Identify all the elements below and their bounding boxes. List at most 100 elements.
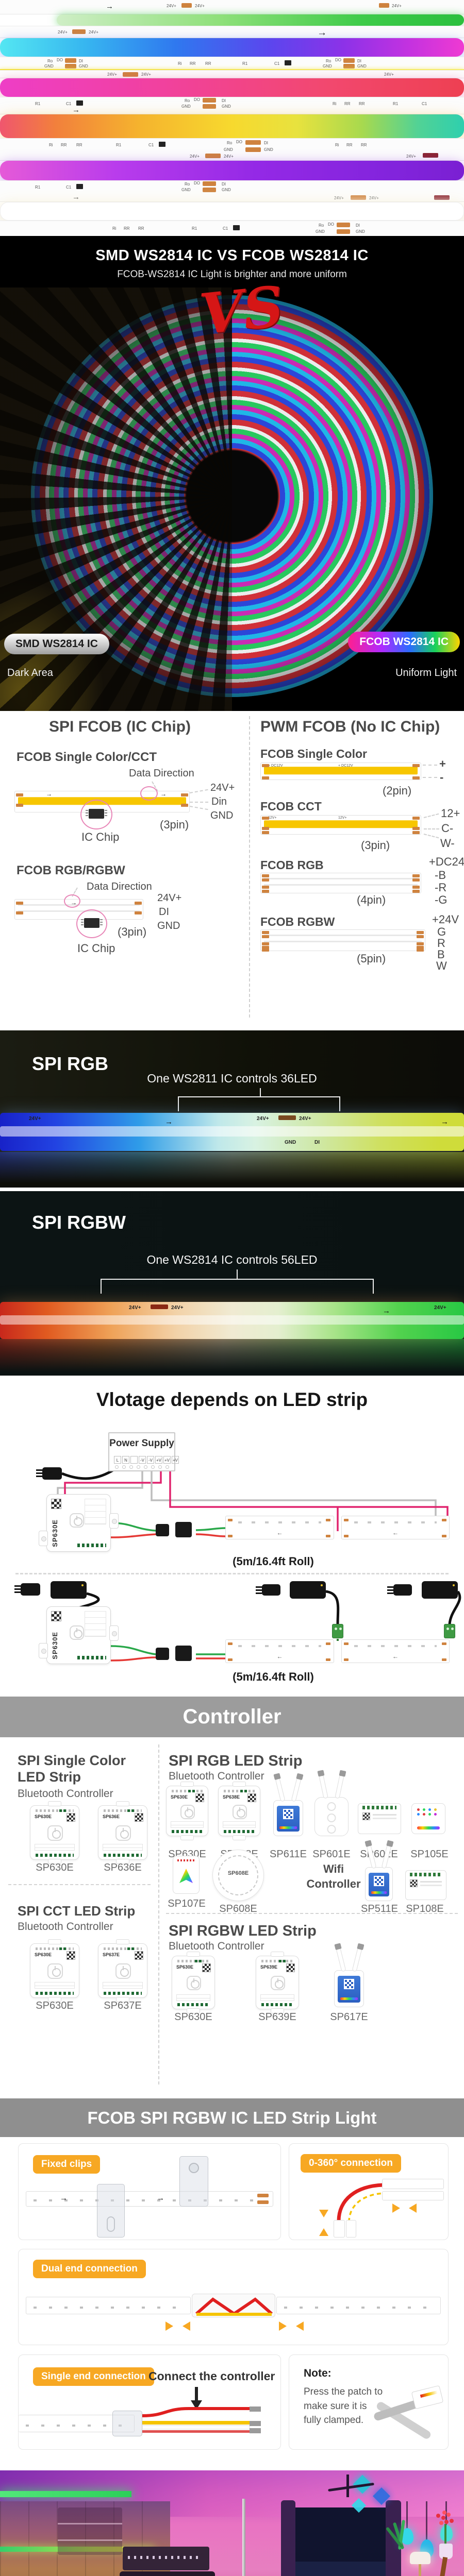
strip-graphic [276, 2297, 441, 2314]
solder-pad [412, 764, 420, 767]
pcb-label: C1 [148, 143, 154, 147]
pcb-label: Ri [112, 226, 117, 231]
city-skyline [295, 2562, 386, 2576]
solder-pad [262, 831, 269, 834]
vase [439, 2544, 453, 2559]
strip-core [264, 935, 422, 936]
solder-pad [65, 58, 76, 63]
strip-label: DI [314, 1140, 320, 1145]
diagram-divider [15, 1573, 449, 1574]
pcb-band: Ri RR RR R1 C1 Ro DO DI GND GND Ri RR RR… [0, 138, 464, 161]
ic-chip [76, 100, 83, 106]
pcb-label: RR [138, 226, 144, 231]
dual-end-badge: Dual end connection [33, 2260, 146, 2278]
teardrop-lamp [440, 2525, 453, 2541]
strip-graphic [26, 2297, 191, 2314]
pcb-label: DI [357, 59, 361, 63]
pin-label: + [439, 757, 446, 770]
note-card: Note: Press the patch to make sure it is… [289, 2354, 449, 2450]
pcb-label: GND [222, 104, 231, 109]
pcb-label: Ro [227, 141, 233, 145]
pcb-label: RR [359, 101, 365, 106]
controller-model-label: SP630E [51, 1519, 59, 1547]
pendant-cord [406, 2501, 408, 2530]
device-sp601e [314, 1774, 349, 1836]
rainbow-soffit-light [0, 2547, 155, 2552]
pin-label: 24V+ [157, 892, 182, 904]
model-label: SP608E [219, 1903, 257, 1914]
pcb-label: RR [344, 101, 351, 106]
strip-label: 24V+ [257, 1116, 269, 1122]
model-label: SP511E [361, 1903, 398, 1914]
pcb-label: GND [264, 147, 273, 152]
controllers-section: SPI Single Color LED Strip Bluetooth Con… [0, 1737, 464, 2092]
ic-chip-label: IC Chip [77, 942, 115, 955]
plant [383, 2519, 416, 2552]
press-arrow-down [319, 2210, 328, 2217]
pcb-band: 24V+ 24V+ 24V+ [0, 70, 464, 78]
direction-arrow: ← [276, 1529, 283, 1536]
screw-hole [189, 2163, 199, 2173]
bluetooth-subtitle: Bluetooth Controller [18, 1788, 113, 1800]
solder-pad [203, 104, 216, 109]
pcb-label: GND [79, 64, 88, 69]
strip-graphic [382, 2191, 444, 2200]
direction-arrow: ← [392, 1529, 399, 1536]
mounting-ear [109, 1625, 119, 1641]
pcb-label: 24V+ [167, 4, 176, 8]
pin-label: B [437, 948, 445, 961]
pcb-label: GND [357, 64, 367, 69]
solder-pad [262, 874, 269, 877]
cct-title: SPI CCT LED Strip [18, 1903, 136, 1919]
column-divider [249, 716, 250, 1018]
single-color-title: SPI Single Color [18, 1753, 126, 1768]
ic-chip [233, 225, 240, 230]
model-label: SP630E [36, 2000, 74, 2011]
data-direction-arrow: → [60, 2194, 68, 2202]
direction-arrow: ← [392, 1653, 399, 1660]
solder-pad [417, 946, 424, 949]
roll-caption: (5m/16.4ft Roll) [233, 1555, 314, 1568]
ic-chip [159, 142, 165, 147]
bluetooth-subtitle: Bluetooth Controller [169, 1940, 264, 1952]
pcb-label: 24V+ [406, 154, 416, 159]
solder-pad [262, 817, 269, 820]
pcb-label: R1 [35, 101, 41, 106]
terminal-row: L N -V -V +V +V +V [114, 1456, 179, 1464]
lit-strip-cyan-purple [0, 38, 464, 57]
ic-chip-graphic [86, 809, 107, 819]
pin-label: 12+ [441, 807, 460, 820]
solder-pad [262, 946, 269, 949]
model-label: SP630E [36, 1862, 74, 1873]
strip-graphic [382, 2179, 444, 2189]
model-label: SP601E [312, 1849, 351, 1860]
pin-count: (4pin) [357, 893, 386, 906]
voltage-section: Vlotage depends on LED strip Power Suppl… [0, 1376, 464, 1697]
led-strip-segment: ← [341, 1516, 450, 1539]
press-arrow-right [392, 2204, 400, 2213]
fcob-banner: FCOB SPI RGBW IC LED Strip Light [0, 2098, 464, 2137]
bracket [101, 1279, 374, 1294]
pcb-band: 24V+ 24V+ → [0, 26, 464, 38]
window-night-city [295, 2507, 386, 2576]
terminal: -V [139, 1456, 146, 1464]
pin-label: GND [157, 920, 180, 931]
table-lamp-shade [410, 2552, 430, 2564]
pcb-label: 24V+ [334, 196, 344, 200]
column-divider [158, 1744, 159, 2084]
pcb-label: 24V+ [58, 30, 68, 35]
fixed-clips-badge: Fixed clips [33, 2155, 101, 2174]
bracket-stem [260, 1088, 261, 1096]
pin-label: -G [435, 893, 448, 906]
spi-rgbw-panel: SPI RGBW One WS2814 IC controls 56LED 24… [0, 1191, 464, 1376]
ic-chip-label: IC Chip [81, 831, 120, 843]
device-sp511e [365, 1844, 393, 1901]
pin-count: (5pin) [357, 952, 386, 965]
pendant-cord [445, 2501, 447, 2527]
pcb-label: RR [76, 143, 82, 147]
solder-pad [412, 886, 420, 889]
solder-pad [278, 1115, 296, 1120]
device-sp630e: SP630E [172, 1952, 215, 2013]
pcb-label: 24V+ [392, 4, 402, 8]
comparison-title: SMD WS2814 IC VS FCOB WS2814 IC [95, 247, 369, 264]
